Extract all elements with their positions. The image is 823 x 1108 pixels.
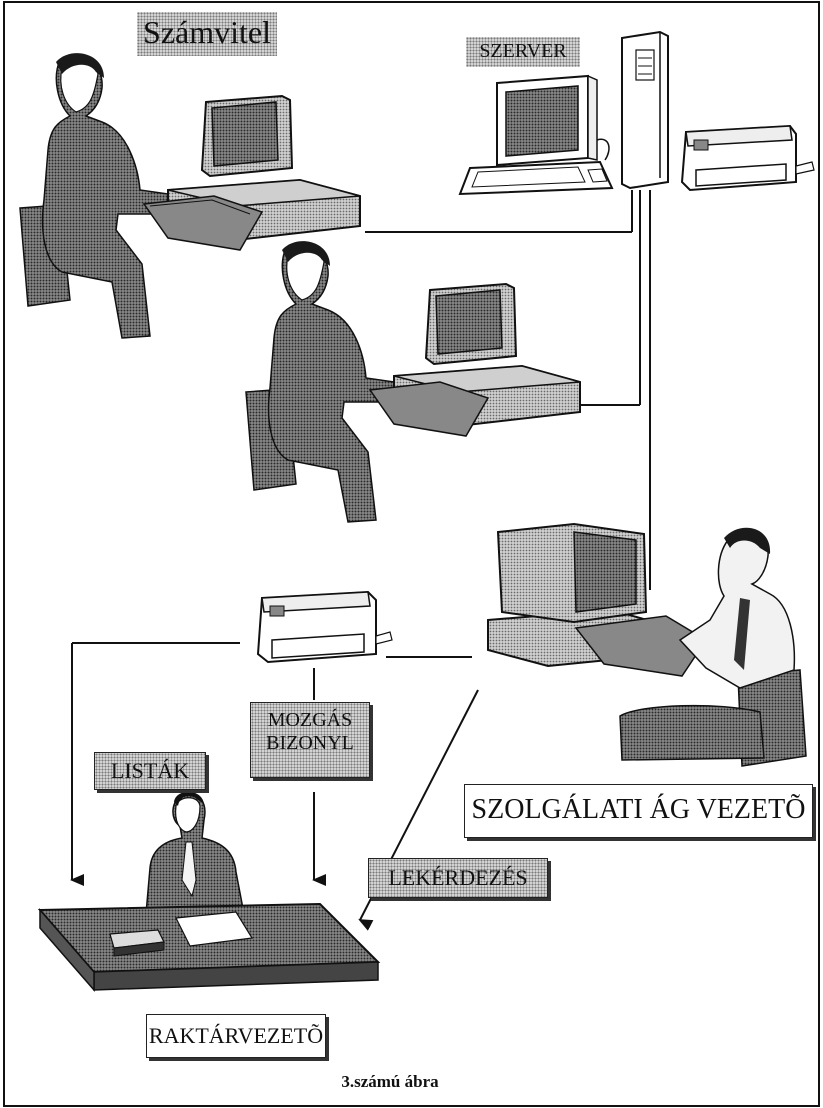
label-lekerdezes: LEKÉRDEZÉS xyxy=(368,858,548,898)
printer-icon-top xyxy=(682,126,814,190)
label-szamvitel: Számvitel xyxy=(137,12,277,56)
label-mozgas-bizonyl: MOZGÁS BIZONYL xyxy=(250,702,370,778)
figure-caption: 3.számú ábra xyxy=(300,1072,480,1096)
label-szerver: SZERVER xyxy=(466,37,580,67)
label-mozgas-line2: BIZONYL xyxy=(251,732,369,755)
manager-figure xyxy=(488,524,806,766)
label-listak: LISTÁK xyxy=(94,752,206,790)
accountant-figure-2 xyxy=(246,241,580,522)
printer-icon-middle xyxy=(258,592,392,662)
warehouse-manager-figure xyxy=(40,792,378,990)
label-szolgalati-ag-vezeto: SZOLGÁLATI ÁG VEZETÕ xyxy=(464,784,813,838)
label-raktarvezeto: RAKTÁRVEZETÕ xyxy=(146,1014,326,1058)
label-mozgas-line1: MOZGÁS xyxy=(251,709,369,732)
